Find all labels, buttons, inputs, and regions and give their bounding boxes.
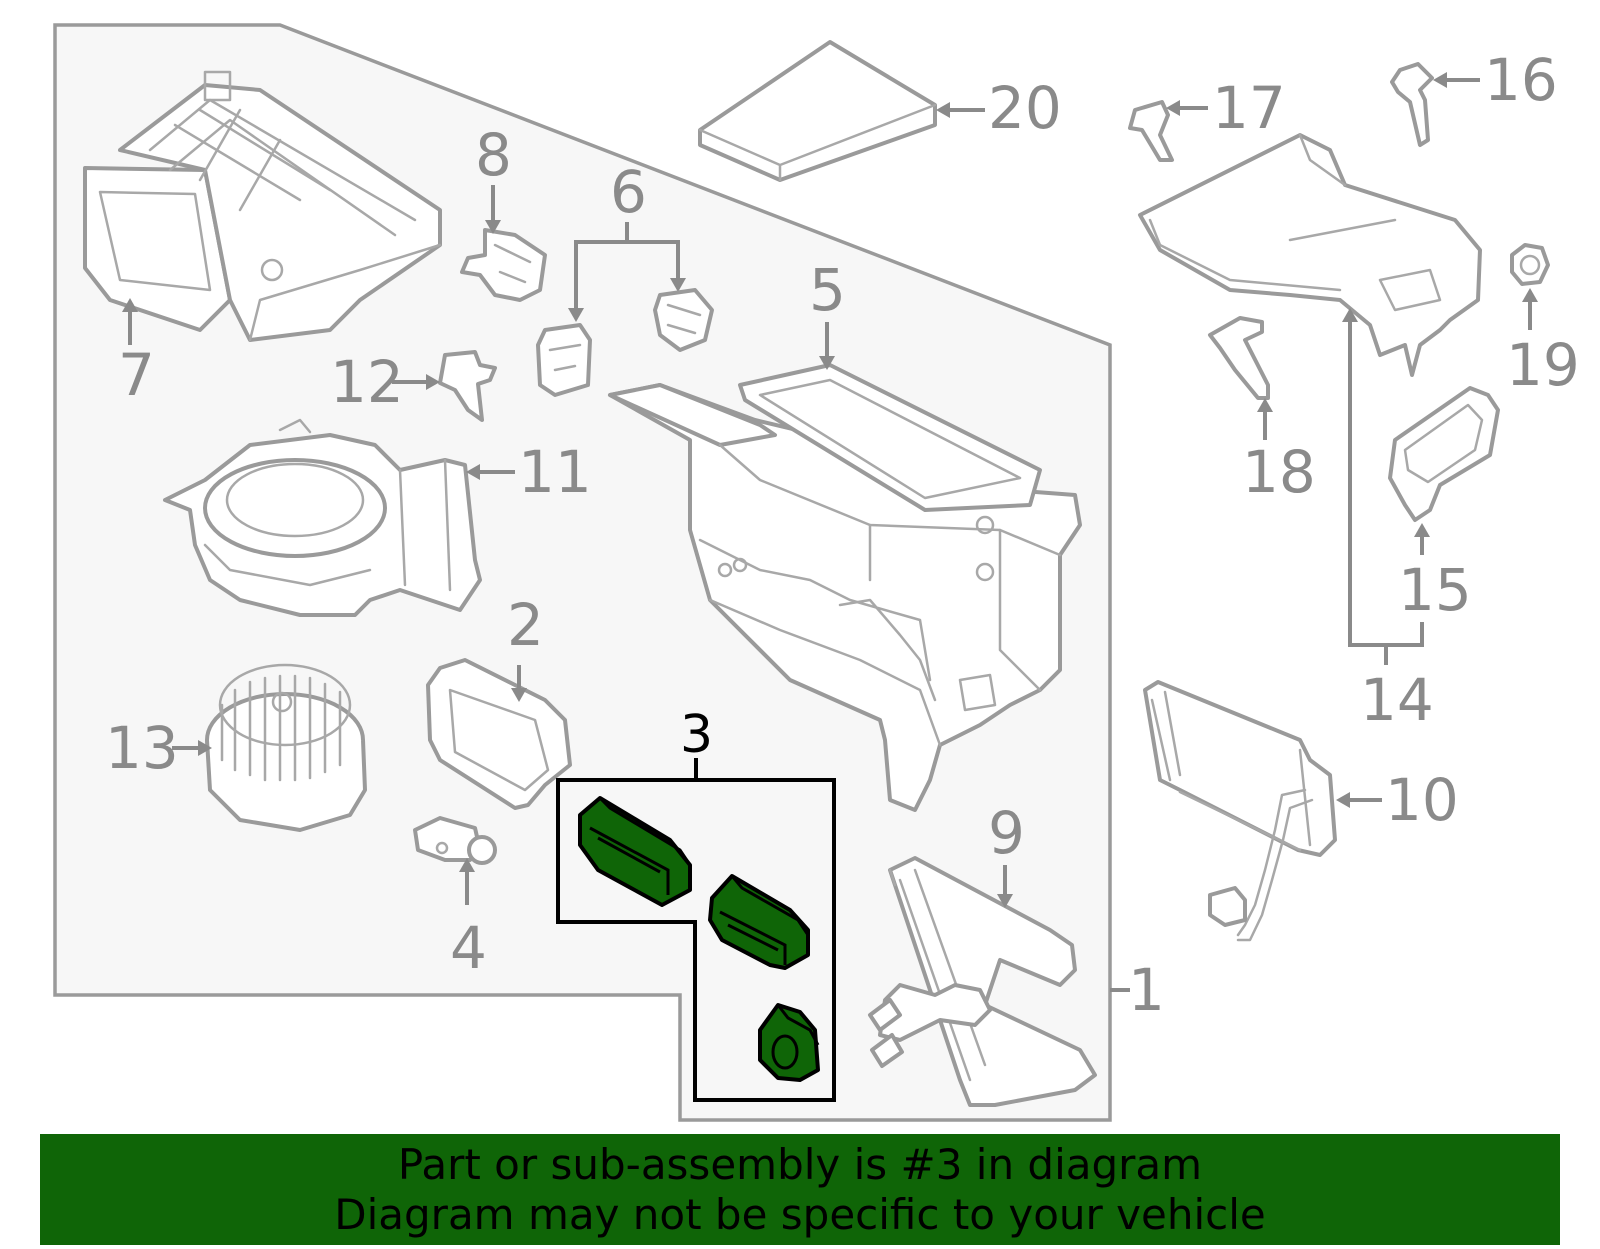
part-8-actuator <box>460 228 547 302</box>
callout-1: 1 <box>1128 956 1165 1024</box>
callout-16: 16 <box>1484 46 1558 114</box>
callout-13: 13 <box>105 714 179 782</box>
part-13-blower-motor <box>205 663 367 832</box>
callout-18: 18 <box>1242 438 1316 506</box>
callout-14: 14 <box>1360 666 1434 734</box>
part-2-gasket <box>426 658 572 810</box>
part-15-seal <box>1388 386 1500 522</box>
part-12-sensor <box>438 350 497 422</box>
info-banner: Part or sub-assembly is #3 in diagram Di… <box>40 1134 1560 1245</box>
callout-11: 11 <box>518 438 592 506</box>
part-6-actuator-a <box>536 323 592 397</box>
banner-line-2: Diagram may not be specific to your vehi… <box>334 1189 1266 1239</box>
part-3-seal-small <box>758 1003 820 1082</box>
part-10-resistor <box>1143 680 1337 942</box>
callout-19: 19 <box>1506 331 1580 399</box>
callout-17: 17 <box>1212 74 1286 142</box>
callout-5: 5 <box>809 256 846 324</box>
callout-10: 10 <box>1385 766 1459 834</box>
callout-6: 6 <box>610 158 647 226</box>
callout-15: 15 <box>1398 556 1472 624</box>
part-17-clip <box>1128 100 1174 162</box>
callout-20: 20 <box>988 74 1062 142</box>
part-16-push-pin <box>1390 62 1434 147</box>
callout-12: 12 <box>330 348 404 416</box>
callout-9: 9 <box>988 799 1025 867</box>
part-14-duct <box>1138 133 1482 377</box>
callout-2: 2 <box>507 591 544 659</box>
part-18-retainer <box>1208 316 1270 400</box>
part-4-expansion-valve <box>413 816 497 865</box>
callout-7: 7 <box>118 341 155 409</box>
part-6-actuator-b <box>653 288 714 352</box>
part-7-blower-housing <box>83 70 442 342</box>
part-3-group-box <box>556 778 836 1102</box>
callout-8: 8 <box>475 121 512 189</box>
part-3-seal-large <box>578 796 692 907</box>
part-11-blower-scroll <box>163 418 482 617</box>
part-9-heater-core <box>868 856 1097 1107</box>
part-19-grommet <box>1510 243 1550 286</box>
callout-3: 3 <box>680 705 713 765</box>
parts-diagram: 7 8 6 20 12 11 <box>53 23 1580 1122</box>
banner-line-1: Part or sub-assembly is #3 in diagram <box>397 1139 1203 1189</box>
part-3-seal-medium <box>708 874 810 970</box>
part-20-cover <box>698 40 937 182</box>
part-5-hvac-case <box>608 363 1082 812</box>
callout-4: 4 <box>450 914 487 982</box>
